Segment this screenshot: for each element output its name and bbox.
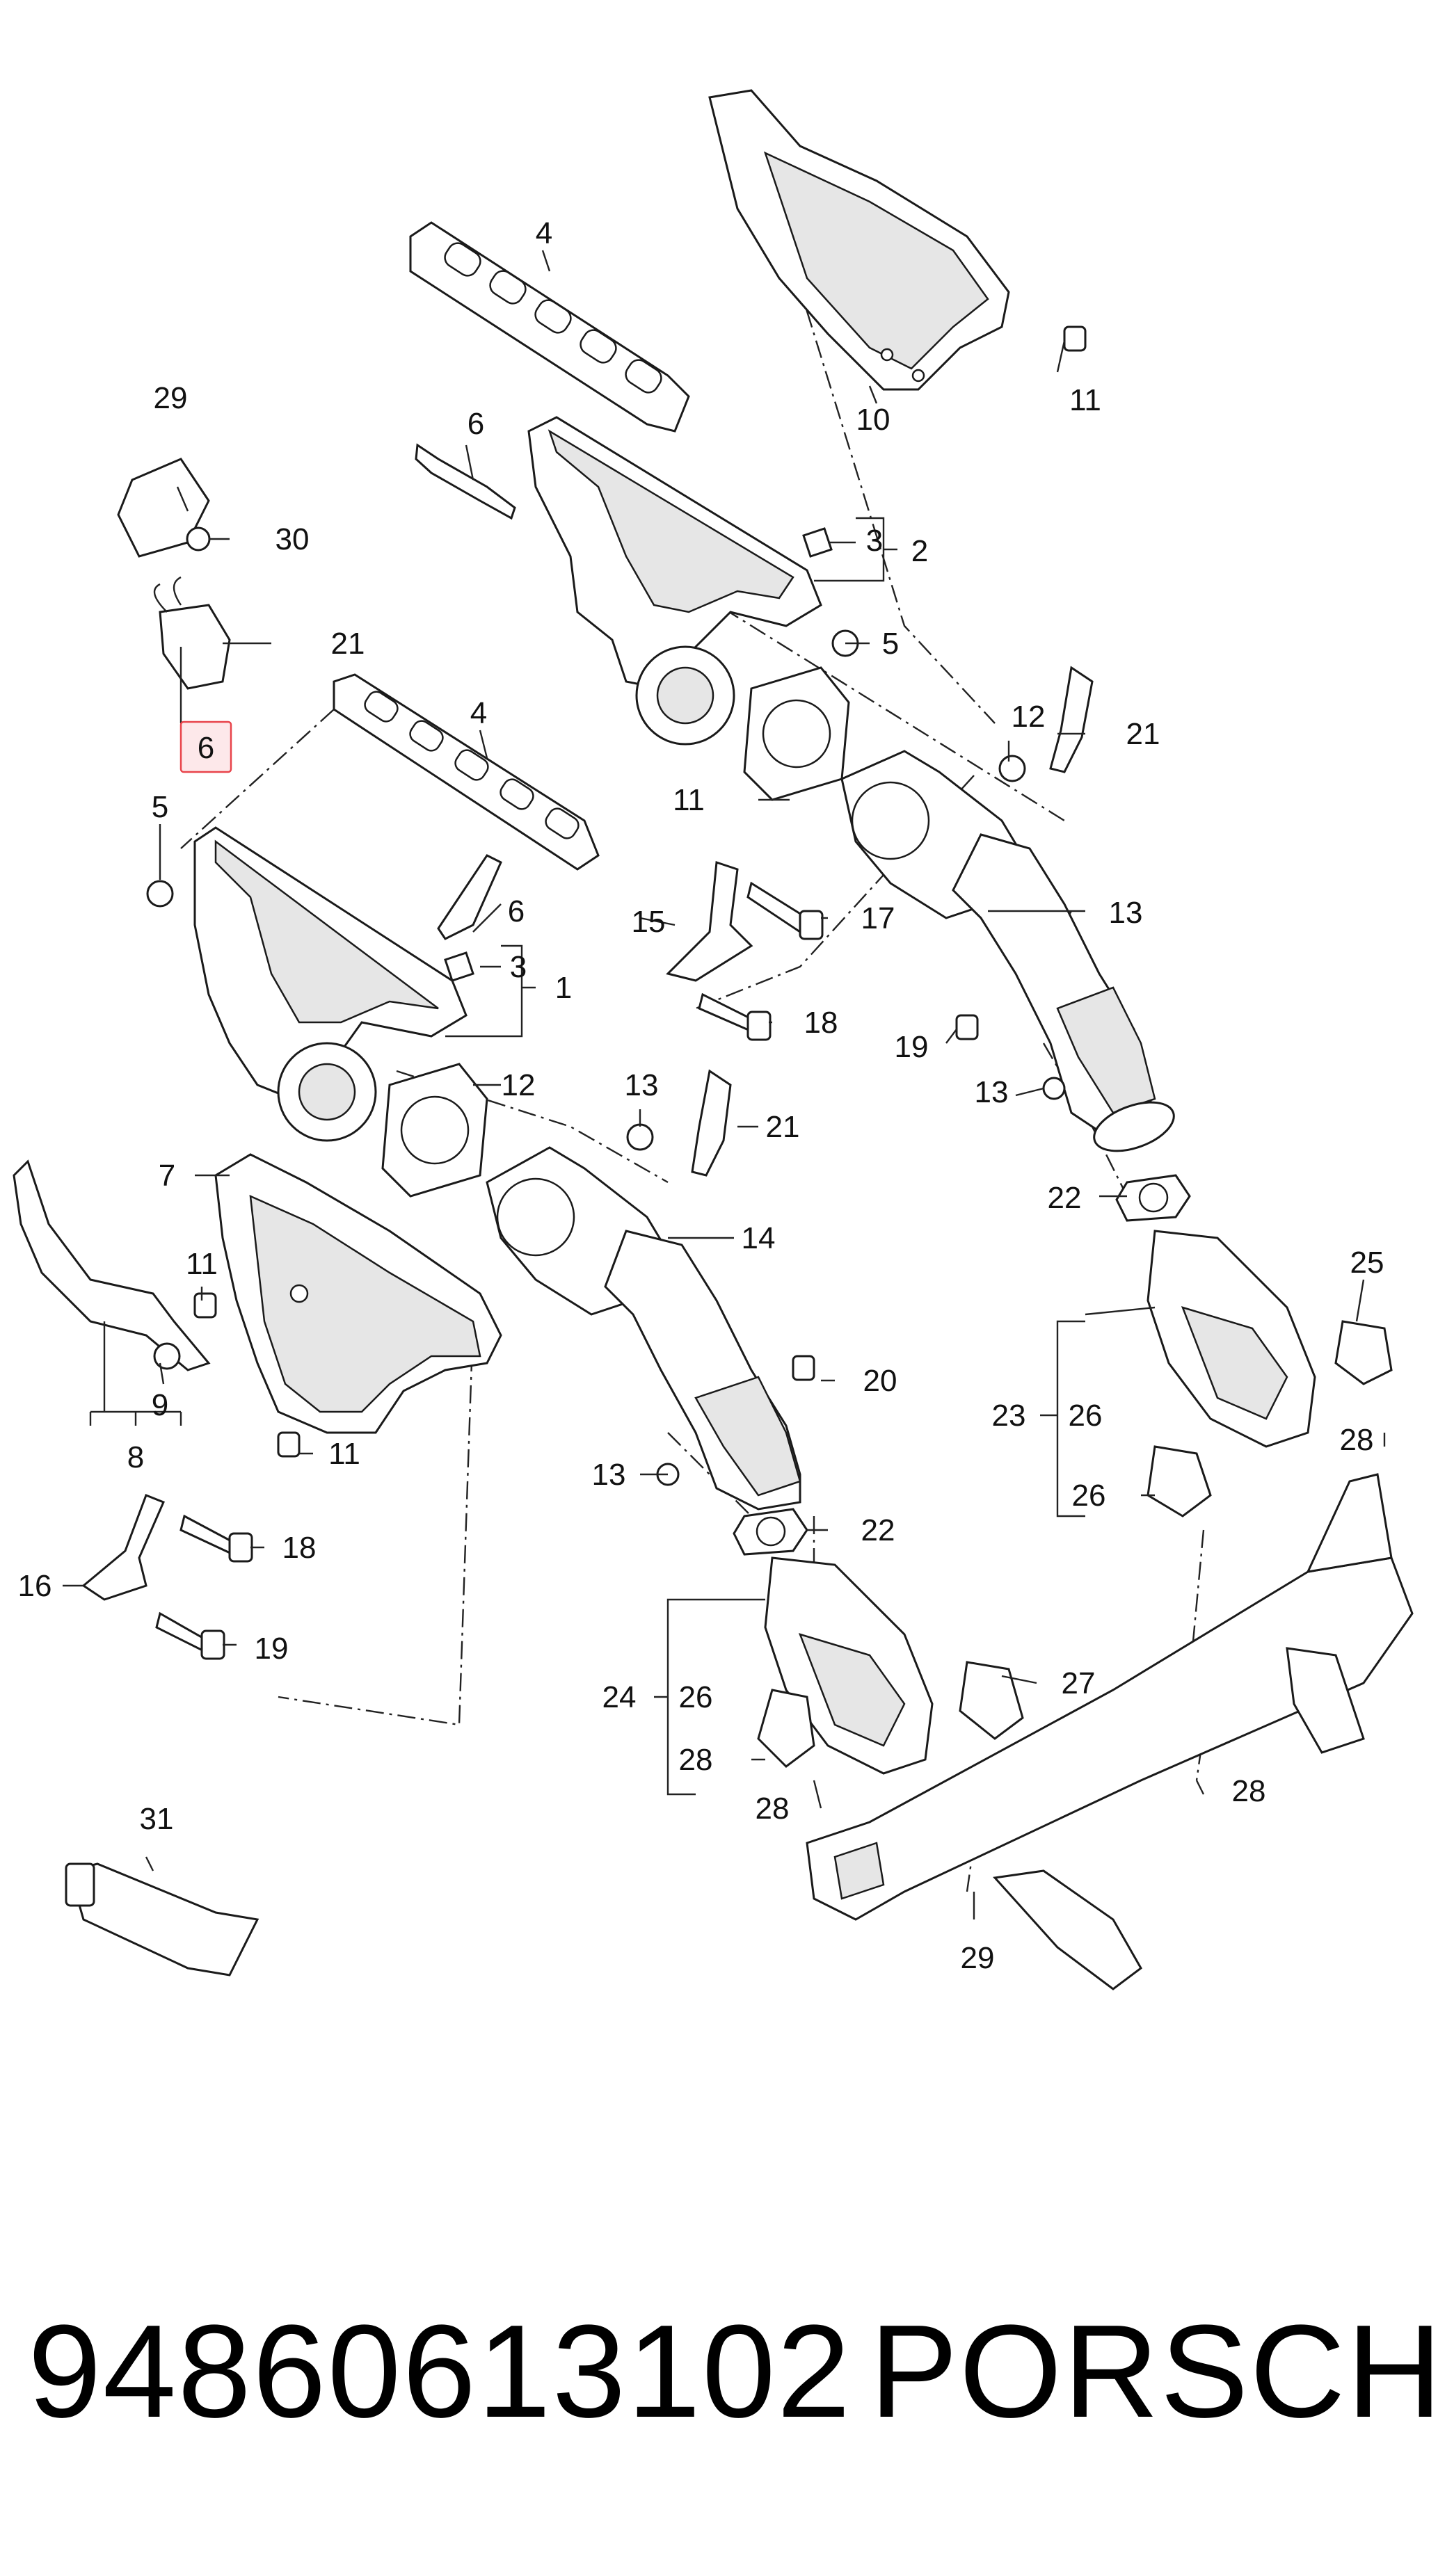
callout-31: 31 xyxy=(140,1802,174,1836)
nuts xyxy=(146,527,1066,1486)
bracket-16 xyxy=(666,860,753,982)
catalytic-converter-15 xyxy=(486,1146,801,1511)
callout-23: 23 xyxy=(992,1399,1026,1433)
bolts xyxy=(155,325,1087,1660)
callout-4-lower: 4 xyxy=(470,696,487,730)
gasket-12-lower xyxy=(381,1063,488,1198)
callout-19-lower: 19 xyxy=(255,1632,289,1666)
catalytic-converter-23 xyxy=(1147,1230,1316,1448)
callout-21-mid: 21 xyxy=(766,1110,800,1144)
gaskets-22 xyxy=(733,1174,1191,1556)
gasket-12-upper xyxy=(743,666,850,801)
callout-24: 24 xyxy=(602,1680,637,1714)
heat-shield-10 xyxy=(708,89,1010,391)
highlight-box-part-6 xyxy=(179,721,232,773)
callout-17: 16 xyxy=(18,1569,52,1603)
callout-13-mid: 13 xyxy=(625,1068,659,1102)
callout-3-lower: 3 xyxy=(510,950,527,984)
callouts: 4 10 11 6 3 2 5 12 21 11 13 15 17 18 19 … xyxy=(18,216,1384,1975)
callout-27: 28 xyxy=(679,1743,713,1777)
heat-shield-7 xyxy=(214,1153,502,1434)
catalytic-converter-14 xyxy=(840,750,1175,1152)
gasket-4-lower xyxy=(333,673,600,871)
callout-5-lower: 5 xyxy=(152,790,168,824)
connector-bracket-29 xyxy=(117,458,211,558)
callout-26-bracket: 26 xyxy=(679,1680,713,1714)
callout-8: 8 xyxy=(127,1440,144,1474)
callout-13-lower: 13 xyxy=(592,1458,626,1492)
paste-tube-31 xyxy=(65,1862,259,1977)
callout-6-upper: 6 xyxy=(468,407,484,441)
exhaust-system-diagram: 4 10 11 6 3 2 5 12 21 11 13 15 17 18 19 … xyxy=(13,89,1414,1990)
callout-14: 13 xyxy=(1109,896,1143,930)
callout-26-lower: 27 xyxy=(1062,1666,1096,1700)
callout-1: 1 xyxy=(555,971,572,1005)
callout-7: 7 xyxy=(159,1159,175,1193)
callout-3-upper: 3 xyxy=(866,524,883,558)
callout-20-lower: 20 xyxy=(863,1364,897,1398)
callout-9: 9 xyxy=(152,1388,168,1422)
callout-28-right: 28 xyxy=(1340,1423,1374,1457)
callout-28-lower-left: 28 xyxy=(756,1792,790,1826)
callout-25-bracket: 26 xyxy=(1069,1399,1103,1433)
callout-11-top: 11 xyxy=(1069,383,1101,417)
callout-13-right: 13 xyxy=(975,1075,1009,1109)
manifold-1-lower xyxy=(193,826,468,1142)
callout-28-lower-right: 28 xyxy=(1232,1774,1266,1808)
oxygen-sensors xyxy=(415,443,1094,1177)
leader-lines xyxy=(63,250,1386,1919)
callout-2: 2 xyxy=(911,534,928,568)
heat-shield-8 xyxy=(13,1159,211,1371)
callout-19-upper: 18 xyxy=(804,1006,838,1040)
callout-28-bottom: 29 xyxy=(961,1941,995,1975)
callout-4-upper: 4 xyxy=(536,216,552,250)
callout-10: 10 xyxy=(856,403,890,437)
hangers xyxy=(757,1320,1393,1768)
callout-21-left: 21 xyxy=(331,627,365,661)
callout-18-lower: 18 xyxy=(282,1531,317,1565)
callout-6-highlighted: 6 xyxy=(198,731,214,765)
assembly-lines xyxy=(180,187,1212,1892)
part-number-label: 94860613102 xyxy=(28,2298,852,2445)
callout-12-upper: 11 xyxy=(673,783,705,817)
callout-21-upper: 21 xyxy=(1126,717,1160,751)
callout-5-upper: 5 xyxy=(882,627,899,661)
manifold-2-upper xyxy=(527,416,822,746)
callout-29: 29 xyxy=(154,381,188,415)
callout-26-right: 26 xyxy=(1072,1479,1106,1513)
callout-20-upper: 19 xyxy=(895,1030,929,1064)
callout-6-lower: 6 xyxy=(508,894,525,928)
callout-16: 15 xyxy=(632,905,666,939)
callout-13-upper: 12 xyxy=(1012,700,1046,734)
callout-18-upper: 17 xyxy=(861,901,895,935)
callout-12-lower: 12 xyxy=(502,1068,536,1102)
bracket-17 xyxy=(81,1494,165,1601)
harness-connector-6 xyxy=(153,576,231,690)
rear-crossmember xyxy=(806,1473,1414,1990)
gasket-4-upper xyxy=(409,221,690,433)
callout-22-lower: 22 xyxy=(861,1513,895,1547)
callout-11-left: 11 xyxy=(186,1247,218,1281)
callout-22-upper: 22 xyxy=(1048,1181,1082,1215)
callout-30: 30 xyxy=(275,522,310,556)
callout-25-right: 25 xyxy=(1350,1246,1384,1280)
callout-11-lower: 11 xyxy=(328,1437,360,1471)
catalytic-converter-24 xyxy=(764,1556,934,1775)
brand-label: PORSCHE xyxy=(870,2298,1438,2445)
callout-15: 14 xyxy=(742,1221,776,1255)
